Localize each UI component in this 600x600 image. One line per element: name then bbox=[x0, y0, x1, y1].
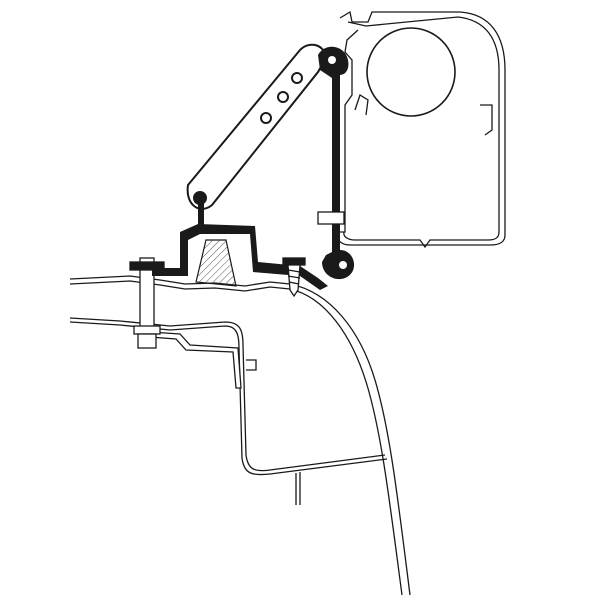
adapter-arm bbox=[186, 43, 328, 226]
roof-bracket bbox=[152, 224, 328, 290]
bolt bbox=[129, 257, 165, 349]
vehicle-roof bbox=[69, 275, 411, 596]
awning-profile bbox=[336, 10, 506, 249]
awning-roller bbox=[366, 27, 456, 117]
vertical-strut bbox=[317, 46, 355, 280]
l-bracket bbox=[149, 331, 257, 389]
screw bbox=[282, 257, 306, 298]
